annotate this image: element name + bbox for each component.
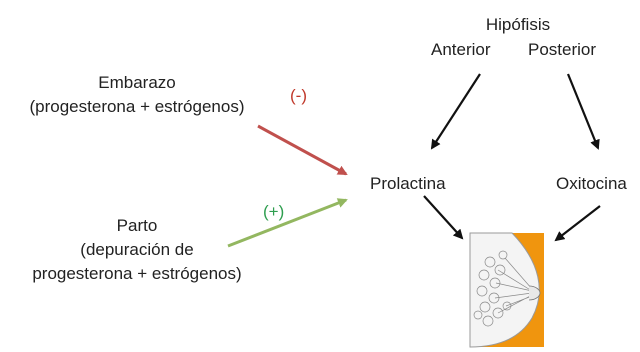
pregnancy-line-1: Embarazo bbox=[98, 73, 176, 92]
arrow-posterior-to-oxytocin bbox=[566, 73, 600, 150]
arrow-birth-stimulate bbox=[227, 198, 348, 248]
pregnancy-label: Embarazo (progesterona + estrógenos) bbox=[6, 71, 268, 119]
arrow-anterior-to-prolactin bbox=[430, 73, 481, 150]
pregnancy-line-2: (progesterona + estrógenos) bbox=[29, 97, 245, 116]
breast-illustration bbox=[469, 232, 544, 348]
pituitary-anterior-label: Anterior bbox=[431, 40, 491, 59]
birth-label: Parto (depuración de progesterona + estr… bbox=[6, 214, 268, 286]
birth-line-2: (depuración de bbox=[80, 240, 194, 259]
oxytocin-label: Oxitocina bbox=[556, 174, 627, 193]
arrow-oxytocin-to-breast bbox=[554, 205, 601, 242]
pituitary-title: Hipófisis bbox=[485, 15, 551, 34]
pituitary-posterior-label: Posterior bbox=[528, 40, 597, 59]
birth-line-1: Parto bbox=[116, 216, 158, 235]
arrow-prolactin-to-breast bbox=[423, 195, 464, 240]
inhibit-sign: (-) bbox=[290, 86, 307, 105]
arrow-pregnancy-inhibit bbox=[257, 124, 348, 176]
stimulate-sign: (+) bbox=[263, 202, 285, 221]
prolactin-label: Prolactina bbox=[370, 174, 446, 193]
birth-line-3: progesterona + estrógenos) bbox=[32, 264, 242, 283]
